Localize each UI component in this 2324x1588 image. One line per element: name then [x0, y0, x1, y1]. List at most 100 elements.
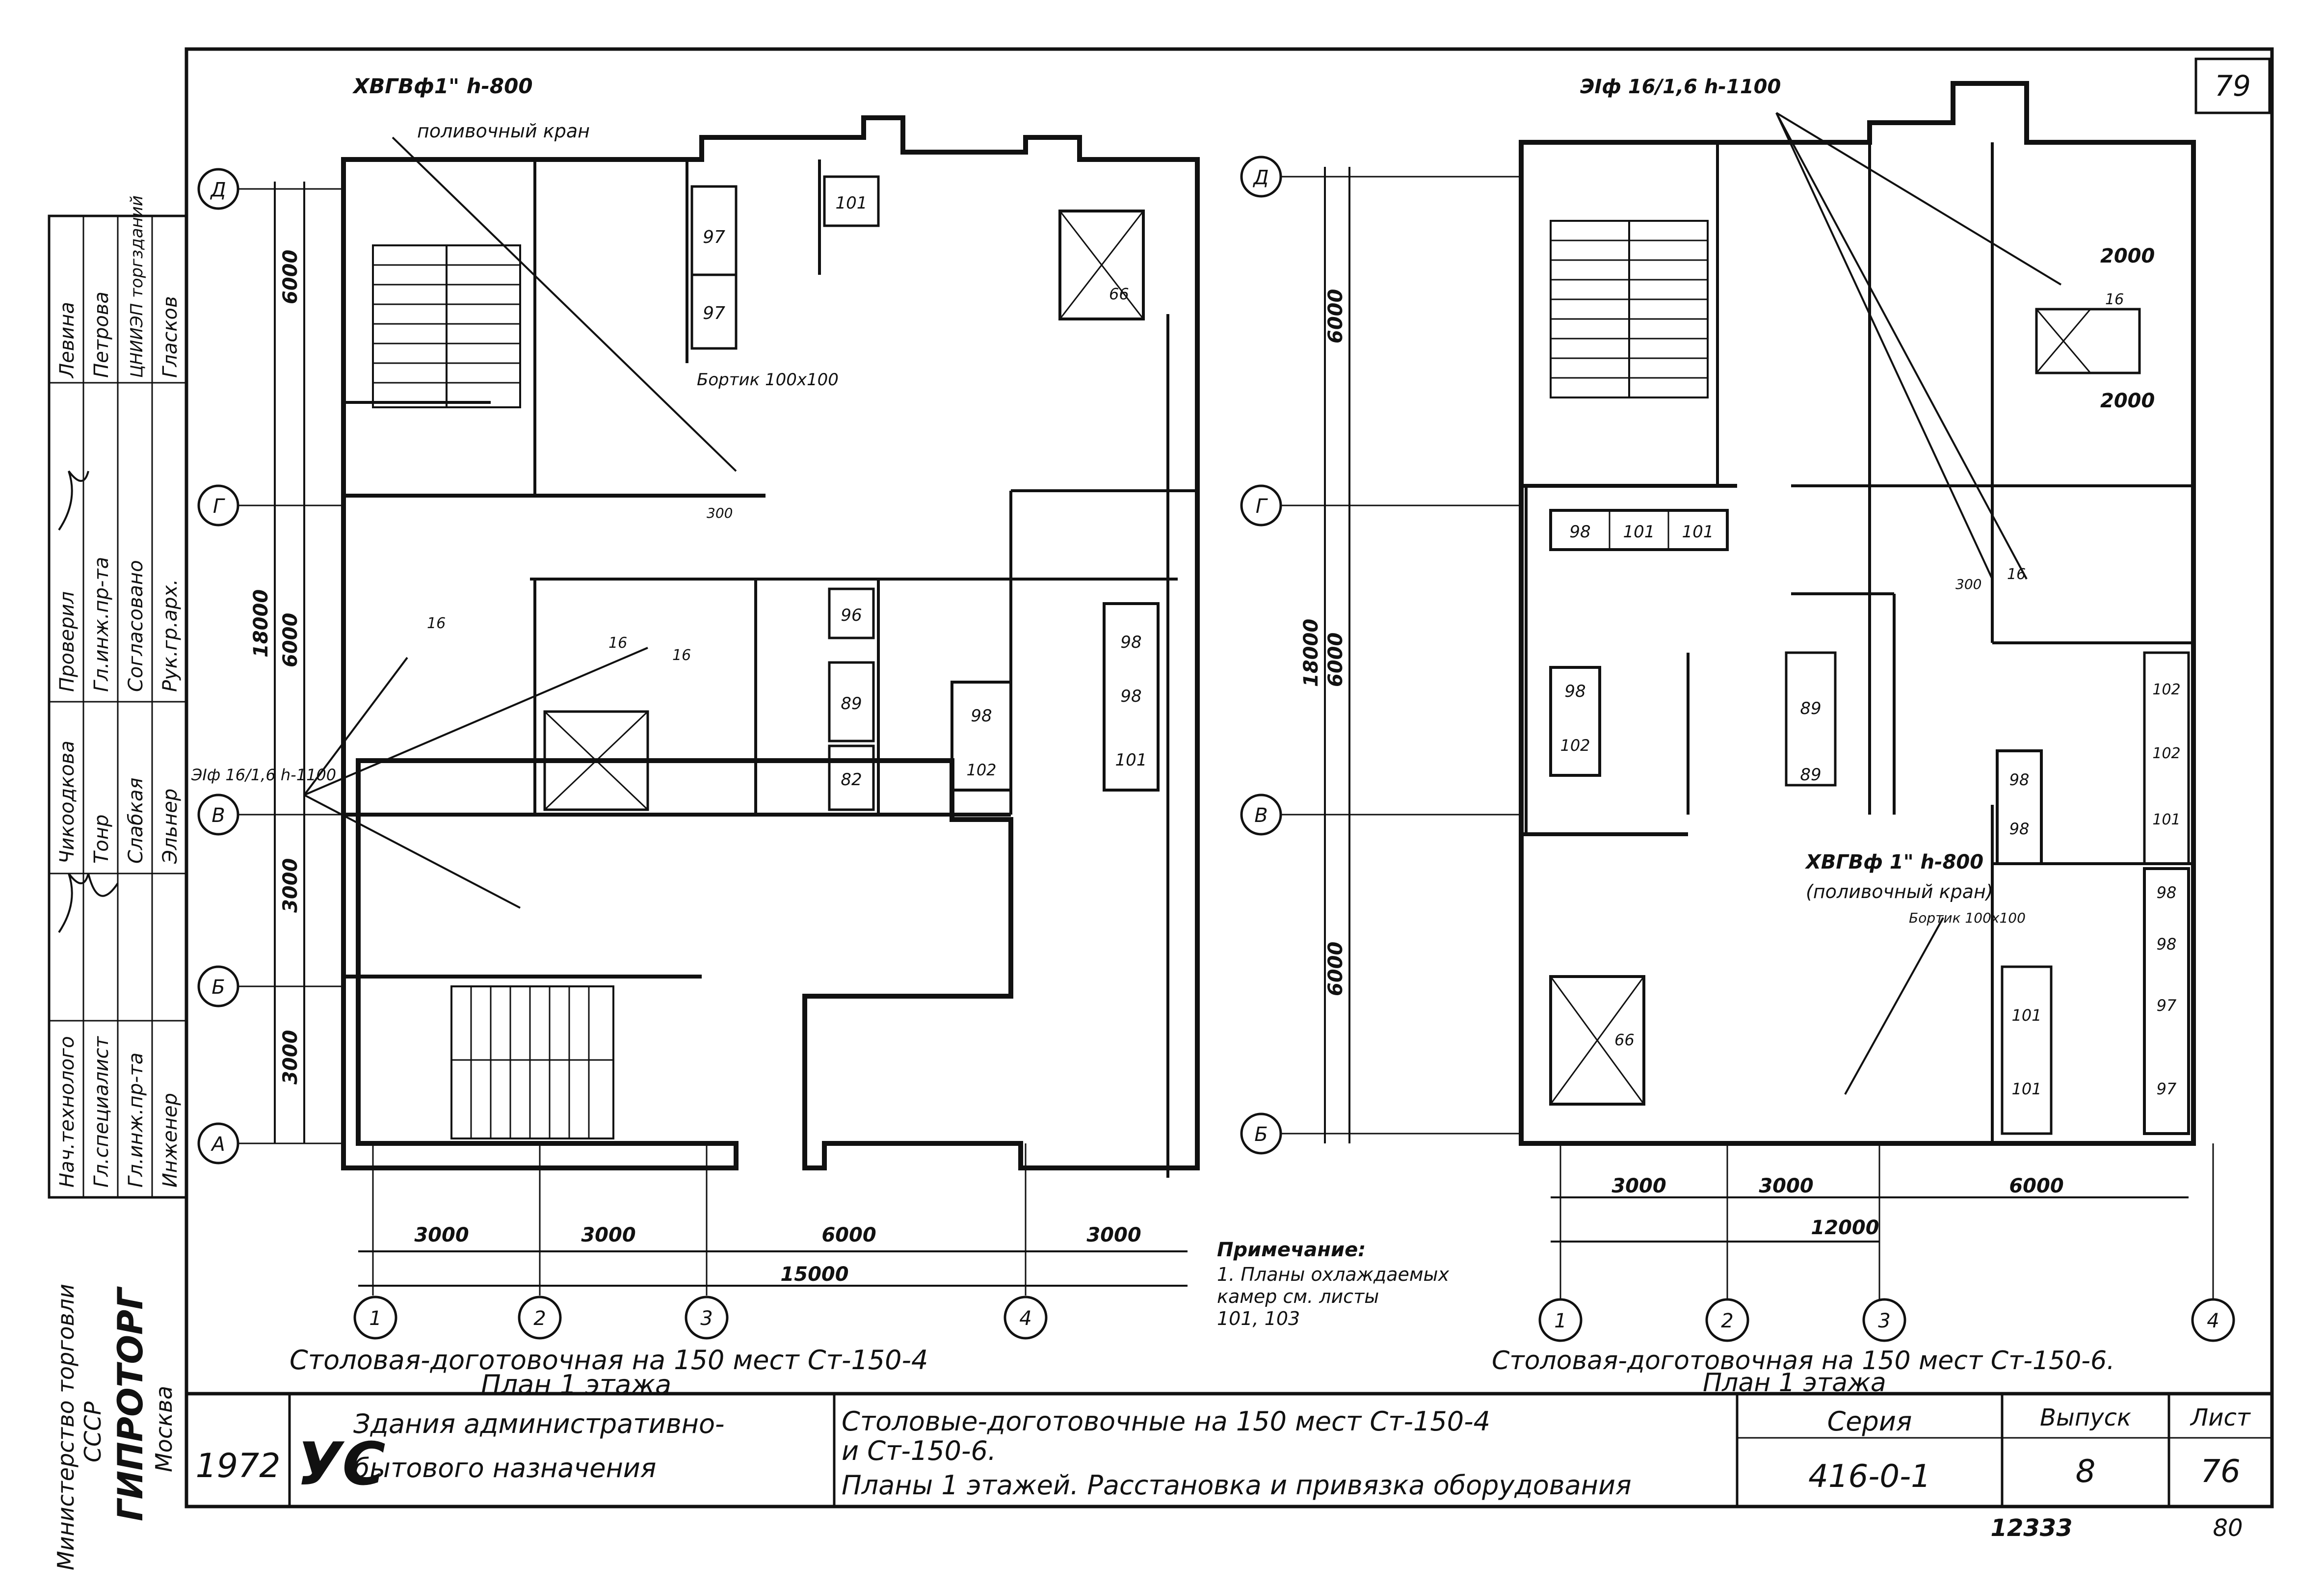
left-stair-lower: [450, 985, 614, 1139]
r-equip-101-a: 101: [1623, 522, 1655, 542]
right-dim-v-18000: 18000: [1300, 619, 1322, 687]
right-axis-row-1: Д: [1252, 166, 1268, 189]
r-equip-98-d: 98: [2009, 820, 2030, 838]
stamp-role-3: Гл.инж.пр-та: [125, 1053, 147, 1188]
stamp-role-6: Гл.инж.пр-та: [90, 557, 113, 692]
notes: Примечание: 1. Планы охлаждаемых камер с…: [1217, 1239, 1450, 1329]
left-axis-col-4: 4: [1019, 1307, 1031, 1330]
stamp-role-2: Гл.специалист: [90, 1035, 113, 1188]
stamp-role-8: Рук.гр.арх.: [159, 579, 182, 692]
left-border-note: Бортик 100х100: [697, 370, 839, 390]
right-axis-row-4: Б: [1254, 1123, 1268, 1146]
equip-66-label: 66: [1109, 285, 1129, 303]
right-dim-2000-a: 2000: [2100, 245, 2155, 267]
stamp-name-6: Петрова: [90, 291, 113, 378]
r-equip-102-c: 102: [2152, 745, 2180, 762]
equip-97-a-label: 97: [703, 227, 725, 247]
building-type-2: бытового назначения: [353, 1453, 656, 1483]
notes-line-1: 1. Планы охлаждаемых: [1217, 1264, 1450, 1285]
equip-101-b-label: 101: [1115, 750, 1147, 770]
r-equip-89-a: 89: [1800, 699, 1821, 718]
right-axis-col-3: 3: [1878, 1310, 1890, 1332]
left-dim-v-3000-a: 3000: [279, 858, 302, 913]
r-equip-98-b: 98: [1564, 682, 1585, 701]
stamp-name-8: Гласков: [159, 296, 182, 378]
stamp-name-2: Тонр: [90, 815, 113, 864]
left-caption: Столовая-доготовочная на 150 мест Ст-150…: [290, 1345, 928, 1376]
right-dim-total: 12000: [1811, 1217, 1879, 1239]
equip-96-label: 96: [841, 606, 862, 625]
title-block: 1972 УС Здания административно- бытового…: [185, 1392, 2274, 1542]
stamp-name-1: Чикоодкова: [56, 741, 79, 864]
sheet-frame: [185, 47, 2274, 1396]
left-dim-h-4: 3000: [1086, 1224, 1141, 1246]
r-equip-102-b: 102: [2152, 681, 2180, 698]
plan-left: 97 97 101 66 96 89 82 98 102 98 98 101 1…: [191, 74, 1200, 1400]
left-dim-v-18000: 18000: [250, 589, 272, 658]
equip-66-elevator-right: [1549, 975, 1645, 1106]
right-dim-h-3: 6000: [2009, 1175, 2063, 1197]
right-axis-col-1: 1: [1554, 1310, 1566, 1332]
right-pipe-note: ЭIф 16/1,6 h-1100: [1580, 76, 1781, 98]
r-equip-97-a: 97: [2157, 996, 2177, 1015]
left-small-dim: 300: [707, 505, 733, 521]
equip-98-b-label: 98: [1120, 687, 1141, 706]
left-axis-row-3: В: [211, 804, 225, 827]
equip-89-89: [1785, 651, 1837, 787]
org-institute: ГИПРОТОРГ: [110, 1286, 151, 1521]
left-dim-total: 15000: [780, 1263, 848, 1286]
left-building-outline: [341, 115, 1200, 1170]
left-subcaption: План 1 этажа: [481, 1369, 671, 1400]
stamp-role-5: Проверил: [56, 591, 79, 692]
equip-98-102-right: [1549, 666, 1601, 777]
left-pipe-note: ЭIф 16/1,6 h-1100: [191, 766, 336, 784]
left-axis-col-1: 1: [369, 1307, 381, 1330]
equip-98-left-label: 98: [971, 706, 992, 726]
stamp-role-4: Инженер: [159, 1093, 182, 1188]
left-dim-v-6000-b: 6000: [279, 613, 302, 667]
equip-16-c: 16: [427, 615, 446, 632]
title-line-3: Планы 1 этажей. Расстановка и привязка о…: [842, 1470, 1632, 1501]
org-city: Москва: [151, 1386, 177, 1472]
signature-1: [58, 873, 119, 933]
stamp-role-7: Согласовано: [125, 560, 147, 692]
plan-right: 98 101 101 98 102 89 89 98 98 102 102 10…: [1240, 76, 2235, 1398]
r-equip-101-e: 101: [2011, 1080, 2041, 1098]
corner-sheet-number: 79: [2215, 69, 2251, 103]
issue-label: Выпуск: [2040, 1404, 2131, 1431]
equip-89-label: 89: [841, 694, 862, 714]
left-tap-note: ХВГВф1" h-800: [352, 74, 533, 98]
equip-89: [828, 661, 875, 742]
right-dim-2000-b: 2000: [2100, 390, 2155, 412]
title-line-2: и Ст-150-6.: [842, 1435, 996, 1466]
equip-98-98-97-97: [2143, 867, 2190, 1135]
corner-number-box: [2194, 57, 2271, 114]
r-equip-98-c: 98: [2009, 770, 2030, 789]
right-caption: Столовая-доготовочная на 150 мест Ст-150…: [1492, 1346, 2115, 1376]
equip-97-b: [690, 273, 738, 350]
org-country: СССР: [79, 1402, 106, 1462]
left-axis-col-2: 2: [533, 1307, 546, 1330]
left-axis-row-2: Г: [213, 495, 225, 518]
left-axis-row-4: Б: [211, 976, 225, 999]
equip-98-98-right: [1996, 749, 2043, 865]
equip-82: [828, 744, 875, 811]
right-dim-v-6000-c: 6000: [1324, 942, 1347, 996]
title-line-1: Столовые-доготовочные на 150 мест Ст-150…: [842, 1406, 1490, 1437]
equip-row-98-101-101: [1549, 509, 1729, 551]
stamp-name-3: Слабкая: [125, 778, 147, 864]
equip-101-label: 101: [836, 193, 868, 213]
sheet-value: 76: [2200, 1454, 2240, 1490]
left-axis-col-3: 3: [700, 1307, 713, 1330]
r-equip-16-a: 16: [2105, 291, 2124, 308]
right-dim-v-6000-b: 6000: [1324, 633, 1347, 687]
r-equip-98-e: 98: [2157, 883, 2177, 902]
right-tap-note: ХВГВф 1" h-800: [1804, 851, 1983, 873]
logo: УС: [297, 1430, 386, 1499]
equip-101: [823, 175, 880, 227]
right-border-note: Бортик 100х100: [1909, 910, 2026, 926]
right-building-outline: [1519, 81, 2196, 1146]
stamp-role-1: Нач.технолого: [56, 1036, 79, 1188]
signature-2: [58, 470, 89, 531]
notes-line-2: камер см. листы: [1217, 1286, 1379, 1307]
